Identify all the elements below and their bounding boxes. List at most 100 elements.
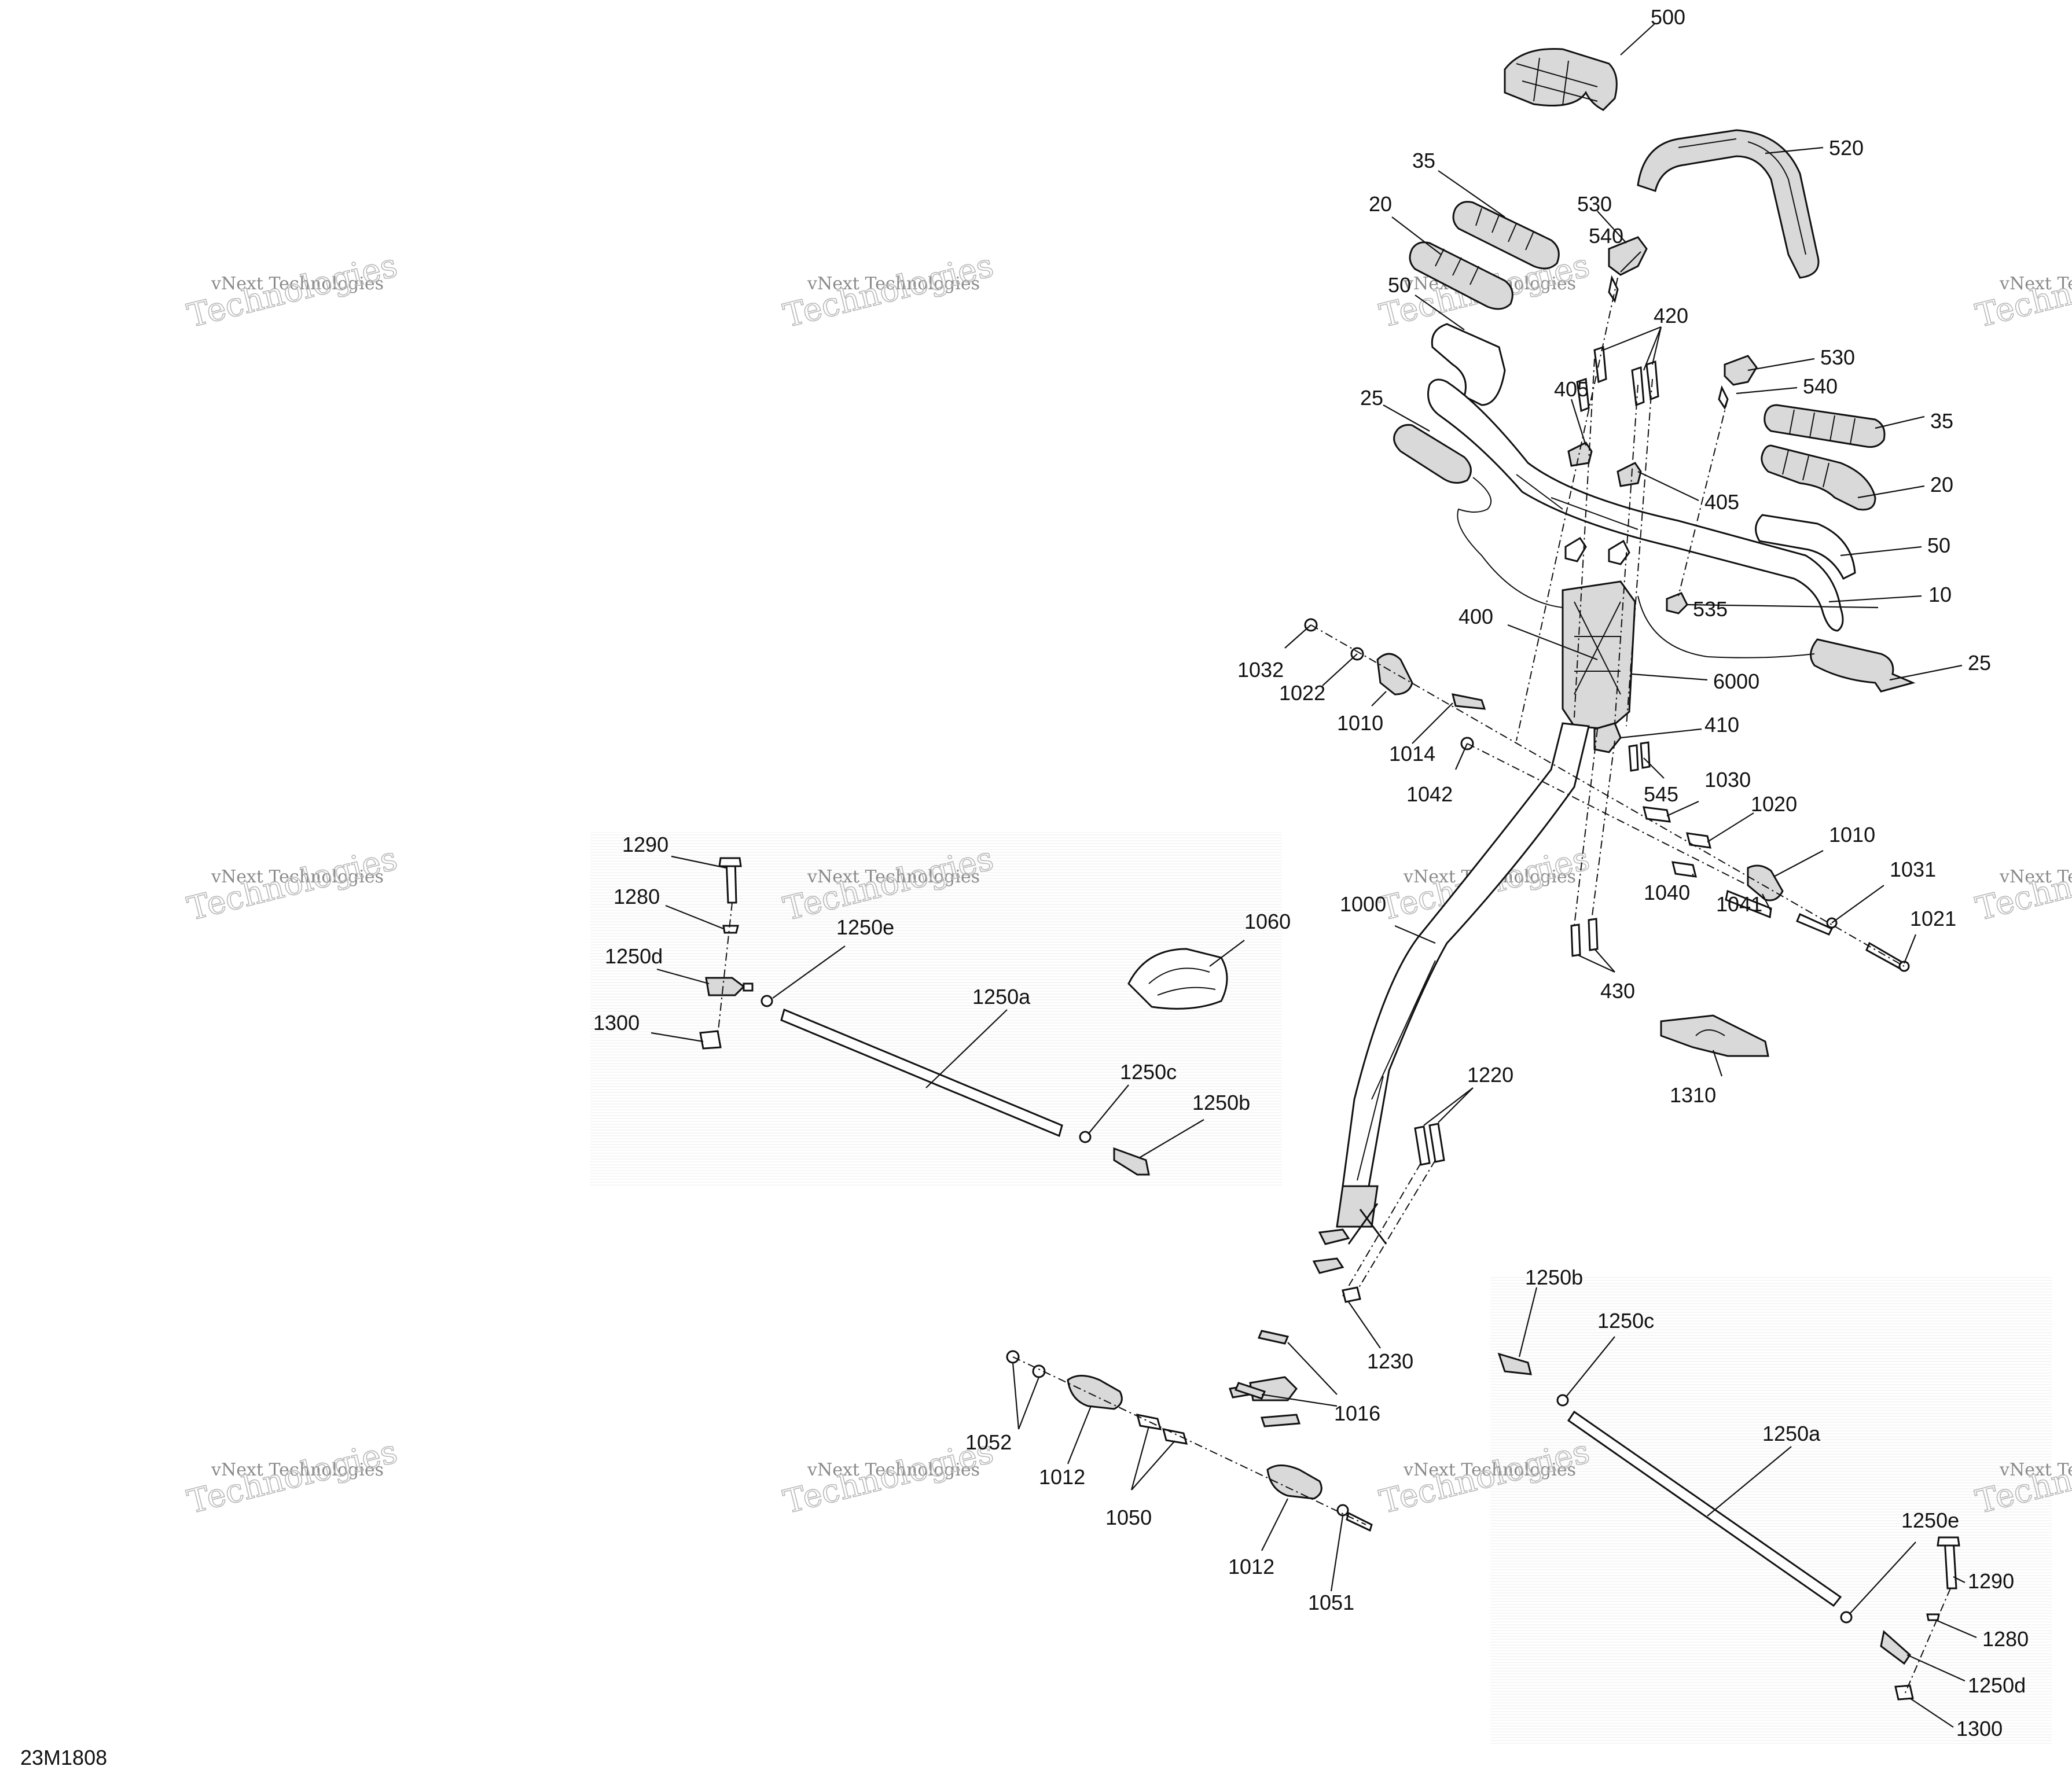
callout-1016: 1016 [1334,1401,1380,1425]
callout-430: 430 [1600,979,1635,1003]
callout-1300: 1300 [593,1011,640,1035]
bolts-1220 [1414,1123,1445,1166]
watermark-line2: Technologies [780,246,997,335]
callout-1042: 1042 [1406,782,1453,806]
callout-1250d: 1250d [605,944,663,968]
callout-400: 400 [1459,605,1493,628]
callout-1250e-right: 1250e [1901,1508,1959,1532]
clamp-1010-left [1304,618,1486,750]
lower-pads [1234,1330,1290,1400]
callout-1230: 1230 [1367,1349,1413,1373]
callout-10: 10 [1928,583,1952,606]
callout-1022: 1022 [1279,681,1325,705]
callout-540-right: 540 [1803,374,1838,398]
callout-1310: 1310 [1670,1083,1716,1107]
link-assembly [1006,1350,1373,1532]
callout-1280: 1280 [613,885,660,908]
clip [1666,592,1688,614]
callout-1290-right: 1290 [1968,1569,2014,1593]
callout-405: 405 [1554,377,1589,401]
callout-410: 410 [1704,713,1739,737]
watermark-line2: Technologies [183,246,401,335]
grip-heated-upper [1409,241,1513,310]
watermark-line1: vNext Technologies [1999,867,2072,887]
callout-500: 500 [1651,5,1685,29]
callout-540: 540 [1589,224,1623,248]
callout-1250c-right: 1250c [1597,1309,1654,1333]
callout-35-right: 35 [1930,409,1953,433]
callout-1250b: 1250b [1192,1091,1250,1114]
grip-heated-right [1761,444,1876,511]
callout-1280-right: 1280 [1982,1627,2029,1651]
callout-1010: 1010 [1337,711,1383,735]
riser-block [1562,580,1636,730]
sleeve-right [1755,514,1856,580]
lower-linkage-parts [1229,1228,1361,1427]
heated-grip-right [1637,595,1916,693]
watermark-line2: Technologies [1972,246,2072,335]
steering-column [1336,722,1590,1245]
clamp-upper [1608,236,1648,303]
callout-1250c: 1250c [1120,1060,1177,1084]
callout-20: 20 [1369,192,1392,216]
handlebar-pad [1504,47,1618,111]
callout-1021: 1021 [1910,907,1956,930]
callout-35: 35 [1412,149,1435,172]
callout-420: 420 [1654,304,1688,328]
tie-rod-left [699,857,1150,1176]
callout-1250d-right: 1250d [1968,1673,2026,1697]
watermark-line1: vNext Technologies [211,1460,384,1480]
leader-lines [651,23,1977,1728]
callout-25-right: 25 [1968,651,1991,675]
callout-545: 545 [1644,782,1678,806]
inset-panel-right [1490,1276,2052,1745]
callout-1014: 1014 [1389,742,1435,766]
callout-1031: 1031 [1890,858,1936,881]
riser-clamps [1564,441,1642,565]
watermark-line1: vNext Technologies [807,1460,980,1480]
watermark-line1: vNext Technologies [807,867,980,887]
callout-1041: 1041 [1716,892,1762,916]
callout-530: 530 [1577,192,1612,216]
diagram-code: 23M1808 [20,1746,107,1769]
watermark-line2: Technologies [780,1433,997,1521]
grip-right [1764,404,1886,448]
callout-labels: 500 520 35 530 20 540 50 420 530 25 405 … [593,5,2029,1740]
callout-1030: 1030 [1704,768,1751,792]
callout-1250b-right: 1250b [1525,1265,1583,1289]
callout-1052: 1052 [965,1430,1012,1454]
clamp-right [1718,355,1758,410]
callout-1000: 1000 [1340,892,1386,916]
callout-1250a-right: 1250a [1762,1422,1821,1445]
tie-rod-right [1497,1352,1960,1701]
crossbar-pad [1637,129,1820,279]
steering-boot [1127,948,1228,1010]
bolts-430 [1570,918,1599,957]
watermark-line1: vNext Technologies [807,274,980,294]
assembly-centerlines [717,277,1951,1696]
watermark-line1: vNext Technologies [211,867,384,887]
callout-1040: 1040 [1644,881,1690,904]
callout-1250e: 1250e [836,915,894,939]
grip-upper [1452,201,1560,270]
bolts-420 [1576,345,1659,413]
callout-50: 50 [1388,273,1411,297]
callout-405-right: 405 [1704,490,1739,514]
watermark-line2: Technologies [183,840,401,928]
callout-50-right: 50 [1927,533,1950,557]
watermark-line2: Technologies [1972,840,2072,928]
parts [699,47,1960,1701]
riser-clamp-lower [1593,722,1651,772]
callout-1051: 1051 [1308,1591,1354,1614]
heated-grip-left [1393,424,1563,608]
callout-530-right: 530 [1820,345,1855,369]
callout-6000: 6000 [1713,669,1759,693]
callout-20-right: 20 [1930,473,1953,496]
callout-1012-lower: 1012 [1228,1555,1274,1578]
watermark-line1: vNext Technologies [1403,1460,1576,1480]
callout-1010-right: 1010 [1829,823,1875,847]
handlebar [1427,378,1844,632]
callout-520: 520 [1829,136,1864,160]
